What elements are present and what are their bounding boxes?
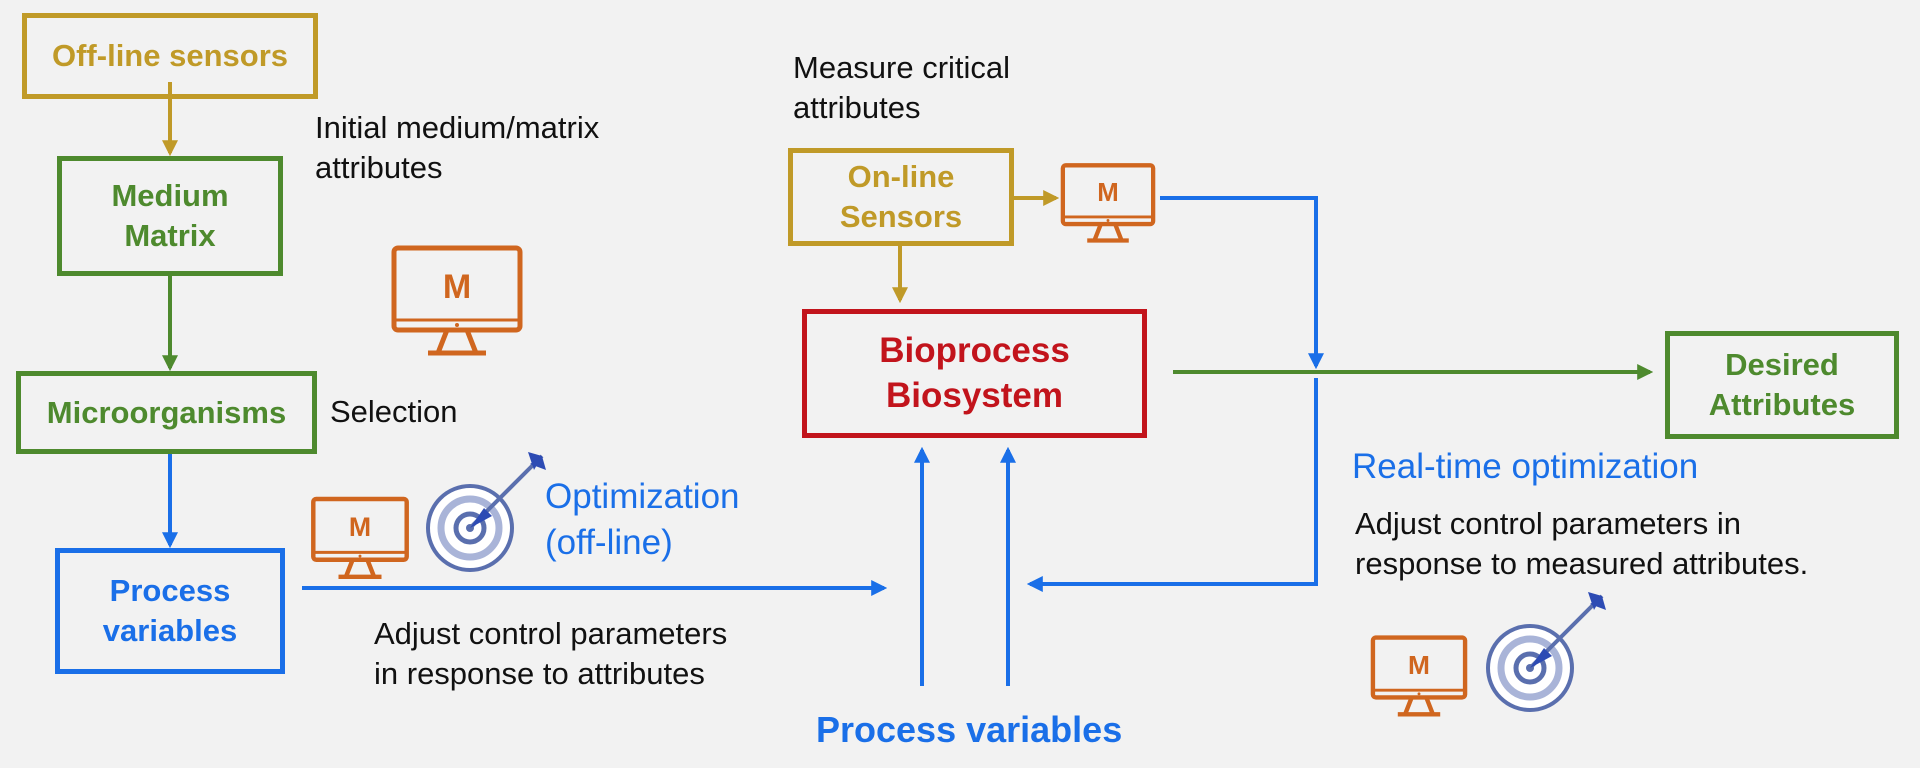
- monitor-letter: M: [443, 268, 471, 306]
- optimization-offline-label: Optimization (off-line): [545, 477, 740, 562]
- monitor-icon: M: [1060, 163, 1156, 243]
- desired-line1: Desired: [1725, 347, 1839, 383]
- medium-matrix-line2: Matrix: [124, 218, 216, 253]
- feedback-node-to-bioprocess: [1026, 378, 1318, 592]
- target-dart-icon: [1486, 592, 1606, 712]
- monitor-letter: M: [1408, 650, 1430, 680]
- monitor-icon: M: [391, 245, 523, 356]
- bioprocess-line1: Bioprocess: [879, 330, 1070, 370]
- desired-line2: Attributes: [1708, 387, 1856, 422]
- monitor-icon: M: [311, 496, 409, 580]
- monitor-letter: M: [1097, 179, 1118, 207]
- offline-sensors-box: Off-line sensors: [22, 13, 318, 99]
- process-variables-box: Process variables: [55, 548, 285, 674]
- process-variables-bottom-label: Process variables: [816, 709, 1123, 750]
- desired-attributes-box: Desired Attributes: [1665, 331, 1899, 439]
- selection-label: Selection: [330, 394, 458, 429]
- measure-critical-label: Measure critical attributes: [793, 50, 1011, 126]
- offline-sensors-label: Off-line sensors: [52, 38, 288, 74]
- monitor-icon: M: [1370, 635, 1468, 717]
- bioprocess-biosystem-box: Bioprocess Biosystem: [802, 309, 1147, 438]
- process-variables-line2: variables: [102, 613, 238, 648]
- online-sensors-box: On-line Sensors: [788, 148, 1014, 246]
- online-sensors-line1: On-line: [847, 159, 955, 195]
- feedback-monitor-to-node: [1160, 196, 1324, 370]
- adjust-control-label: Adjust control parameters in response to…: [374, 616, 728, 692]
- online-sensors-line2: Sensors: [839, 199, 963, 234]
- initial-medium-label: Initial medium/matrix attributes: [315, 110, 600, 186]
- medium-matrix-box: Medium Matrix: [57, 156, 283, 276]
- process-variables-line1: Process: [109, 573, 231, 609]
- adjust-realtime-label: Adjust control parameters in response to…: [1355, 506, 1809, 582]
- bioprocess-line2: Biosystem: [885, 375, 1064, 415]
- monitor-letter: M: [349, 512, 371, 542]
- microorganisms-label: Microorganisms: [46, 394, 287, 430]
- target-dart-icon: [426, 452, 546, 572]
- microorganisms-box: Microorganisms: [16, 371, 317, 454]
- medium-matrix-line1: Medium: [111, 178, 229, 214]
- realtime-optimization-label: Real-time optimization: [1352, 447, 1699, 486]
